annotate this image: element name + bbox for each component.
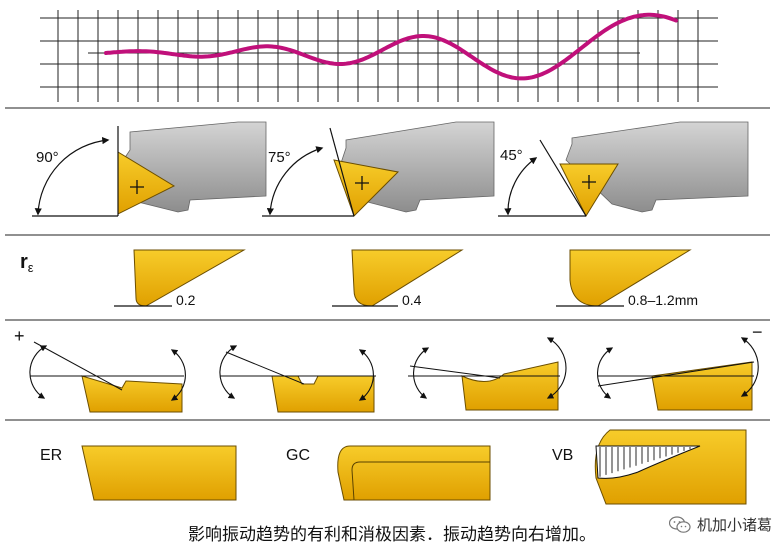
nose-radius-large: 0.8–1.2mm <box>556 249 698 308</box>
center-cross-icon <box>582 175 596 189</box>
watermark-text: 机加小诸葛 <box>696 516 772 534</box>
rake-positive-medium <box>219 345 376 413</box>
angle-arc <box>29 345 48 399</box>
edge-gc: GC <box>286 445 491 501</box>
center-cross-icon <box>355 176 369 190</box>
reference-line <box>329 127 355 217</box>
insert-triangle <box>559 163 619 218</box>
negative-sign: − <box>752 322 763 342</box>
angle-arc <box>597 347 614 399</box>
insert-edge <box>337 445 491 501</box>
edge-vb: VB <box>552 429 747 505</box>
angle-arc <box>266 146 324 216</box>
edge-label: ER <box>40 447 62 464</box>
rake-neutral <box>408 337 567 411</box>
clearance-arc <box>358 349 374 401</box>
edge-er: ER <box>40 445 237 501</box>
wear-land <box>595 445 701 479</box>
insert-edge <box>81 445 237 501</box>
rake-angle-section: + − <box>14 322 763 413</box>
edge-label: VB <box>552 447 573 464</box>
nose-radius-small: 0.2 <box>114 249 246 308</box>
nose-radius-medium: 0.4 <box>332 249 464 308</box>
angle-arc <box>34 137 110 216</box>
insert-profile <box>271 375 375 413</box>
radius-label: 0.8–1.2mm <box>628 292 698 308</box>
rake-line <box>225 351 305 385</box>
entering-angle-75: 75° <box>262 121 495 217</box>
rake-negative <box>597 337 759 411</box>
angle-label: 45° <box>500 147 523 164</box>
rake-line <box>597 361 755 387</box>
insert-profile <box>81 375 183 413</box>
clearance-arc <box>546 337 567 399</box>
figure-caption: 影响振动趋势的有利和消极因素．振动趋势向右增加。 <box>188 525 596 545</box>
nose-radius-section: rε 0.2 0.4 0.8–1.2mm <box>20 249 698 308</box>
wear-hatching <box>599 447 691 477</box>
angle-label: 90° <box>36 149 59 166</box>
radius-label: 0.2 <box>176 292 196 308</box>
radius-label: 0.4 <box>402 292 422 308</box>
angle-arc <box>413 347 430 399</box>
rake-line <box>33 341 123 391</box>
vibration-wave <box>104 12 678 81</box>
insert-profile <box>461 361 559 411</box>
positive-sign: + <box>14 326 25 346</box>
chamfer-outline <box>351 461 490 501</box>
edge-label: GC <box>286 447 310 464</box>
vibration-grid <box>40 10 718 102</box>
watermark: 机加小诸葛 <box>668 514 772 535</box>
angle-arc <box>504 157 538 216</box>
wechat-icon <box>668 515 691 533</box>
angle-arc <box>219 345 238 399</box>
clearance-arc <box>740 337 759 397</box>
angle-label: 75° <box>268 149 291 166</box>
reference-line <box>539 139 587 217</box>
center-cross-icon <box>130 180 144 194</box>
rake-positive-large <box>29 341 186 413</box>
entering-angle-45: 45° <box>498 121 749 218</box>
clearance-arc <box>170 349 186 401</box>
tool-holder <box>565 121 749 213</box>
entering-angle-90: 90° <box>32 121 267 217</box>
insert-profile <box>651 361 753 411</box>
nose-radius-symbol: rε <box>20 251 34 275</box>
